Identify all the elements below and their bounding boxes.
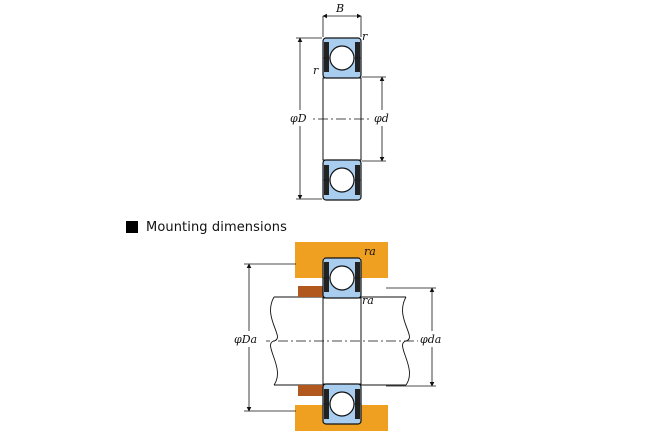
lower-ball: [329, 167, 355, 193]
housing-diameter-label: φDa: [234, 333, 257, 346]
housing-fillet-label: ra: [364, 245, 376, 258]
heading-bullet-square: [126, 221, 138, 233]
bore-diameter-label: φd: [374, 112, 389, 125]
upper-bearing-ring: [322, 37, 362, 79]
section-heading-text: Mounting dimensions: [146, 219, 287, 235]
lower-mounted-ball: [329, 391, 355, 417]
mounting-section: φDa φda ra ra: [232, 242, 448, 431]
shaft-shoulder: [298, 286, 323, 396]
outer-diameter-label: φD: [290, 112, 307, 125]
radius-label-side: r: [313, 64, 319, 77]
radius-label-top: r: [362, 30, 368, 43]
upper-mounted-ring: [322, 257, 362, 299]
upper-ball: [329, 45, 355, 71]
lower-bearing-ring: [322, 159, 362, 201]
top-bearing-section: B r r φD φd: [288, 2, 394, 201]
upper-mounted-ball: [329, 265, 355, 291]
housing: [295, 242, 388, 431]
lower-mounted-ring: [322, 383, 362, 425]
shaft-diameter-label: φda: [420, 333, 441, 346]
shaft-fillet-label: ra: [362, 294, 374, 307]
width-label: B: [335, 2, 344, 15]
section-heading: Mounting dimensions: [126, 219, 287, 235]
